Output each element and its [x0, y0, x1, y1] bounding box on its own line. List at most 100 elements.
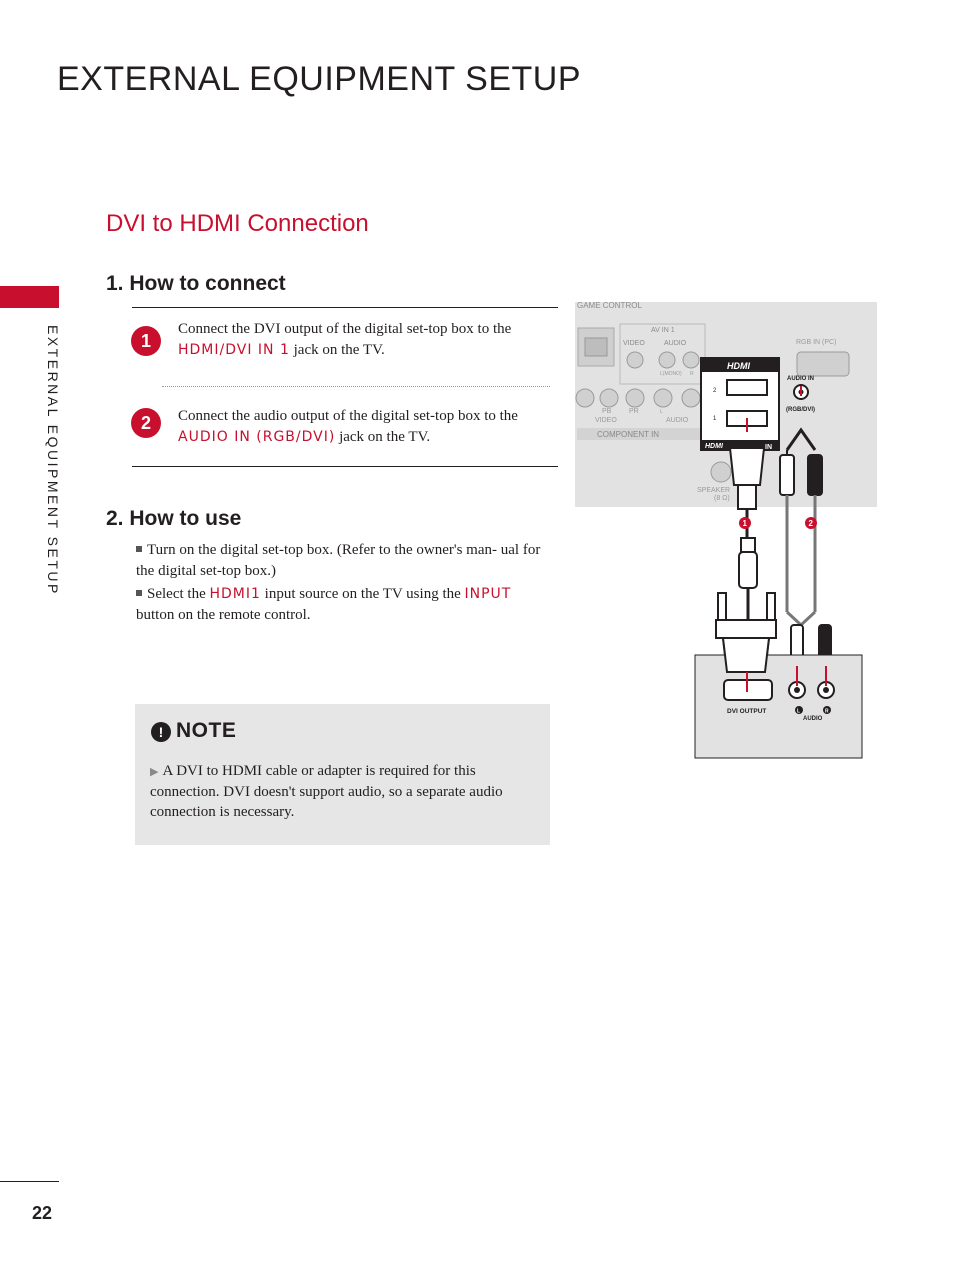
cable-ferrite [740, 537, 756, 553]
step-1-text: Connect the DVI output of the digital se… [178, 319, 548, 361]
l-label: L [660, 409, 663, 415]
port-socket-icon [584, 337, 608, 357]
audio-label: AUDIO [664, 340, 687, 347]
hdmi-logo-bottom: HDMI [705, 443, 724, 450]
how-to-use-heading: 2. How to use [106, 507, 242, 530]
step-1-pre: Connect the DVI output of the digital se… [178, 321, 512, 337]
use-bullet-1: Turn on the digital set-top box. (Refer … [136, 540, 546, 582]
set-top-box-panel [694, 654, 863, 759]
audio-cable-join [785, 610, 817, 628]
speaker-label: SPEAKER [697, 487, 730, 494]
hdmi-port-2-icon [726, 379, 768, 396]
hdmi-plug-icon [728, 447, 766, 486]
r-label: R [690, 371, 694, 377]
game-control-label: GAME CONTROL [577, 301, 642, 310]
dvi-thumbscrew-icon [766, 592, 776, 621]
callout-2-text: 2 [809, 519, 814, 528]
divider-dotted [162, 386, 550, 387]
dvi-plug-neck [738, 551, 758, 589]
ohm-label: (8 Ω) [714, 495, 730, 502]
note-body: A DVI to HDMI cable or adapter is requir… [150, 763, 503, 820]
bullet-icon [136, 590, 142, 596]
component-audio-label: AUDIO [666, 417, 689, 424]
page-title: EXTERNAL EQUIPMENT SETUP [57, 60, 581, 98]
exclamation-icon: ! [151, 722, 171, 742]
step-1-post: jack on the TV. [289, 342, 385, 358]
use-bullet-2-mid: input source on the TV using the [260, 586, 465, 602]
audio-l-badge-text: L [797, 709, 800, 715]
vga-port-icon [796, 351, 850, 377]
callout-1 [739, 517, 751, 529]
video-label: VIDEO [623, 340, 645, 347]
jack-icon [658, 351, 676, 369]
av-in-box [619, 323, 706, 385]
y-splitter-icon [785, 427, 817, 451]
game-control-port-icon [577, 327, 615, 367]
page-number: 22 [32, 1203, 53, 1223]
use-bullet-1-text: Turn on the digital set-top box. (Refer … [136, 542, 541, 579]
section-title: DVI to HDMI Connection [106, 210, 369, 237]
hdmi-in-label: IN [765, 444, 772, 451]
step-2-text: Connect the audio output of the digital … [178, 406, 548, 448]
note-title: NOTE [176, 719, 237, 742]
audio-r-badge-text: R [825, 709, 829, 715]
pr-label: PR [629, 408, 639, 415]
side-tab-marker [0, 286, 59, 308]
av-in-label: AV IN 1 [651, 327, 675, 334]
jack-icon [625, 388, 645, 408]
jack-icon [575, 388, 595, 408]
rca-plug-white-icon [779, 454, 795, 496]
jack-icon [682, 351, 700, 369]
jack-icon [599, 388, 619, 408]
how-to-connect-heading: 1. How to connect [106, 272, 286, 295]
component-video-label: VIDEO [595, 417, 617, 424]
connection-diagram: GAME CONTROL AV IN 1 VIDEO AUDIO L(MONO)… [575, 301, 877, 759]
component-in-bar [577, 428, 703, 440]
note-box [135, 704, 550, 845]
step-2-pre: Connect the audio output of the digital … [178, 408, 518, 424]
triangle-bullet-icon: ▶ [150, 766, 159, 778]
audio-in-label: AUDIO IN [787, 376, 814, 382]
use-bullet-2-highlight2: INPUT [464, 586, 512, 602]
divider-bottom [132, 466, 558, 467]
hdmi-plug-neck [737, 484, 757, 510]
lmono-label: L(MONO) [660, 371, 682, 377]
dvi-thumbscrew-icon [717, 592, 727, 621]
step-1-highlight: HDMI/DVI IN 1 [178, 342, 290, 358]
audio-out-label: AUDIO [803, 716, 823, 722]
use-bullet-2-highlight: HDMI1 [209, 586, 261, 602]
footer-rule [0, 1181, 59, 1182]
hdmi-port-2-label: 2 [713, 388, 717, 394]
step-2-post: jack on the TV. [335, 429, 431, 445]
hdmi-logo-top: HDMI [727, 361, 750, 371]
side-label: EXTERNAL EQUIPMENT SETUP [39, 325, 61, 596]
jack-icon [681, 388, 701, 408]
side-label-text: EXTERNAL EQUIPMENT SETUP [45, 325, 61, 596]
hdmi-header [702, 359, 778, 372]
pb-label: PB [602, 408, 612, 415]
use-bullet-2-pre: Select the [147, 586, 210, 602]
jack-center-icon [794, 687, 800, 693]
use-bullet-2-post: button on the remote control. [136, 607, 311, 623]
audio-l-badge [795, 706, 803, 714]
bullet-icon [136, 546, 142, 552]
jack-icon [626, 351, 644, 369]
rgb-in-pc-label: RGB IN (PC) [796, 339, 836, 346]
jack-center-icon [823, 687, 829, 693]
dvi-output-label: DVI OUTPUT [727, 708, 766, 715]
callout-2 [805, 517, 817, 529]
dvi-plug-body-front [721, 637, 771, 673]
step-2-highlight: AUDIO IN (RGB/DVI) [178, 429, 336, 445]
hdmi-port-1-label: 1 [713, 416, 717, 422]
audio-r-badge [823, 706, 831, 714]
note-text: ▶A DVI to HDMI cable or adapter is requi… [150, 761, 540, 822]
rca-plug-red-icon [807, 454, 823, 496]
divider-top [132, 307, 558, 308]
jack-icon [653, 388, 673, 408]
step-2-badge: 2 [131, 408, 161, 438]
callout-1-text: 1 [743, 519, 748, 528]
rgb-dvi-label: (RGB/DVI) [786, 407, 815, 413]
hdmi-footer [702, 440, 778, 450]
dvi-connector-head [715, 619, 777, 639]
jack-icon [710, 461, 732, 483]
